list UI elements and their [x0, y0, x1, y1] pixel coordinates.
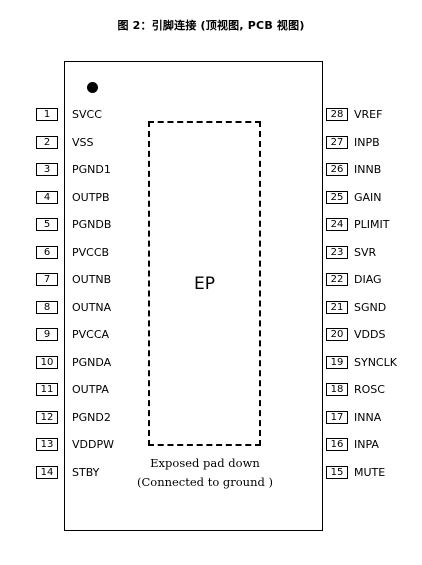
exposed-pad-label: EP: [194, 274, 215, 294]
left-pin-9-number: 9: [36, 328, 58, 341]
left-pin-3-name: PGND1: [72, 163, 111, 176]
left-pin-5-name: PGNDB: [72, 218, 112, 231]
left-pin-10-number: 10: [36, 355, 58, 369]
exposed-pad-note-line2: (Connected to ground ): [136, 475, 273, 489]
left-pin-6-number: 6: [36, 245, 58, 259]
right-pin-10-name: SYNCLK: [354, 355, 397, 369]
right-pin-4-number: 25: [326, 190, 348, 204]
right-pin-7-name: DIAG: [354, 273, 382, 286]
right-pin-8-number: 21: [326, 300, 348, 314]
pin1-indicator-dot: [87, 82, 98, 93]
right-pin-6-name: SVR: [354, 245, 377, 259]
right-pin-9-number: 20: [326, 328, 348, 341]
left-pin-2-number: 2: [36, 135, 58, 149]
right-pin-8-name: SGND: [354, 300, 387, 314]
right-pin-3-number: 26: [326, 163, 348, 176]
right-pin-3-name: INNB: [354, 163, 382, 176]
right-pin-5-name: PLIMIT: [354, 218, 390, 231]
left-pin-14-name: STBY: [72, 465, 100, 479]
right-pin-5-number: 24: [326, 218, 348, 231]
left-pin-2-name: VSS: [72, 135, 94, 149]
left-pin-12-number: 12: [36, 410, 58, 424]
exposed-pad-outline: [148, 121, 261, 446]
left-pin-12-name: PGND2: [72, 410, 111, 424]
right-pin-7-number: 22: [326, 273, 348, 286]
right-pin-13-number: 16: [326, 438, 348, 451]
left-pin-6-name: PVCCB: [72, 245, 110, 259]
right-pin-10-number: 19: [326, 355, 348, 369]
right-pin-2-number: 27: [326, 135, 348, 149]
left-pin-11-name: OUTPA: [72, 383, 109, 396]
left-pin-13-name: VDDPW: [72, 438, 114, 451]
left-pin-4-name: OUTPB: [72, 190, 110, 204]
figure-title: 图 2：引脚连接 (顶视图, PCB 视图): [117, 19, 305, 32]
left-pin-1-number: 1: [36, 108, 58, 121]
left-pin-8-number: 8: [36, 300, 58, 314]
left-pin-5-number: 5: [36, 218, 58, 231]
right-pin-2-name: INPB: [354, 135, 380, 149]
ic-package-outline: [64, 61, 323, 531]
left-pin-9-name: PVCCA: [72, 328, 110, 341]
left-pin-14-number: 14: [36, 465, 58, 479]
left-pin-3-number: 3: [36, 163, 58, 176]
left-pin-8-name: OUTNA: [72, 300, 112, 314]
exposed-pad-note-line1: Exposed pad down: [150, 456, 260, 470]
left-pin-4-number: 4: [36, 190, 58, 204]
left-pin-11-number: 11: [36, 383, 58, 396]
right-pin-14-number: 15: [326, 465, 348, 479]
left-pin-7-number: 7: [36, 273, 58, 286]
right-pin-1-number: 28: [326, 108, 348, 121]
right-pin-14-name: MUTE: [354, 465, 386, 479]
right-pin-1-name: VREF: [354, 108, 383, 121]
right-pin-9-name: VDDS: [354, 328, 386, 341]
right-pin-6-number: 23: [326, 245, 348, 259]
left-pin-7-name: OUTNB: [72, 273, 112, 286]
left-pin-10-name: PGNDA: [72, 355, 112, 369]
left-pin-13-number: 13: [36, 438, 58, 451]
right-pin-11-name: ROSC: [354, 383, 385, 396]
right-pin-11-number: 18: [326, 383, 348, 396]
right-pin-13-name: INPA: [354, 438, 379, 451]
right-pin-4-name: GAIN: [354, 190, 382, 204]
right-pin-12-number: 17: [326, 410, 348, 424]
right-pin-12-name: INNA: [354, 410, 382, 424]
left-pin-1-name: SVCC: [72, 108, 102, 121]
